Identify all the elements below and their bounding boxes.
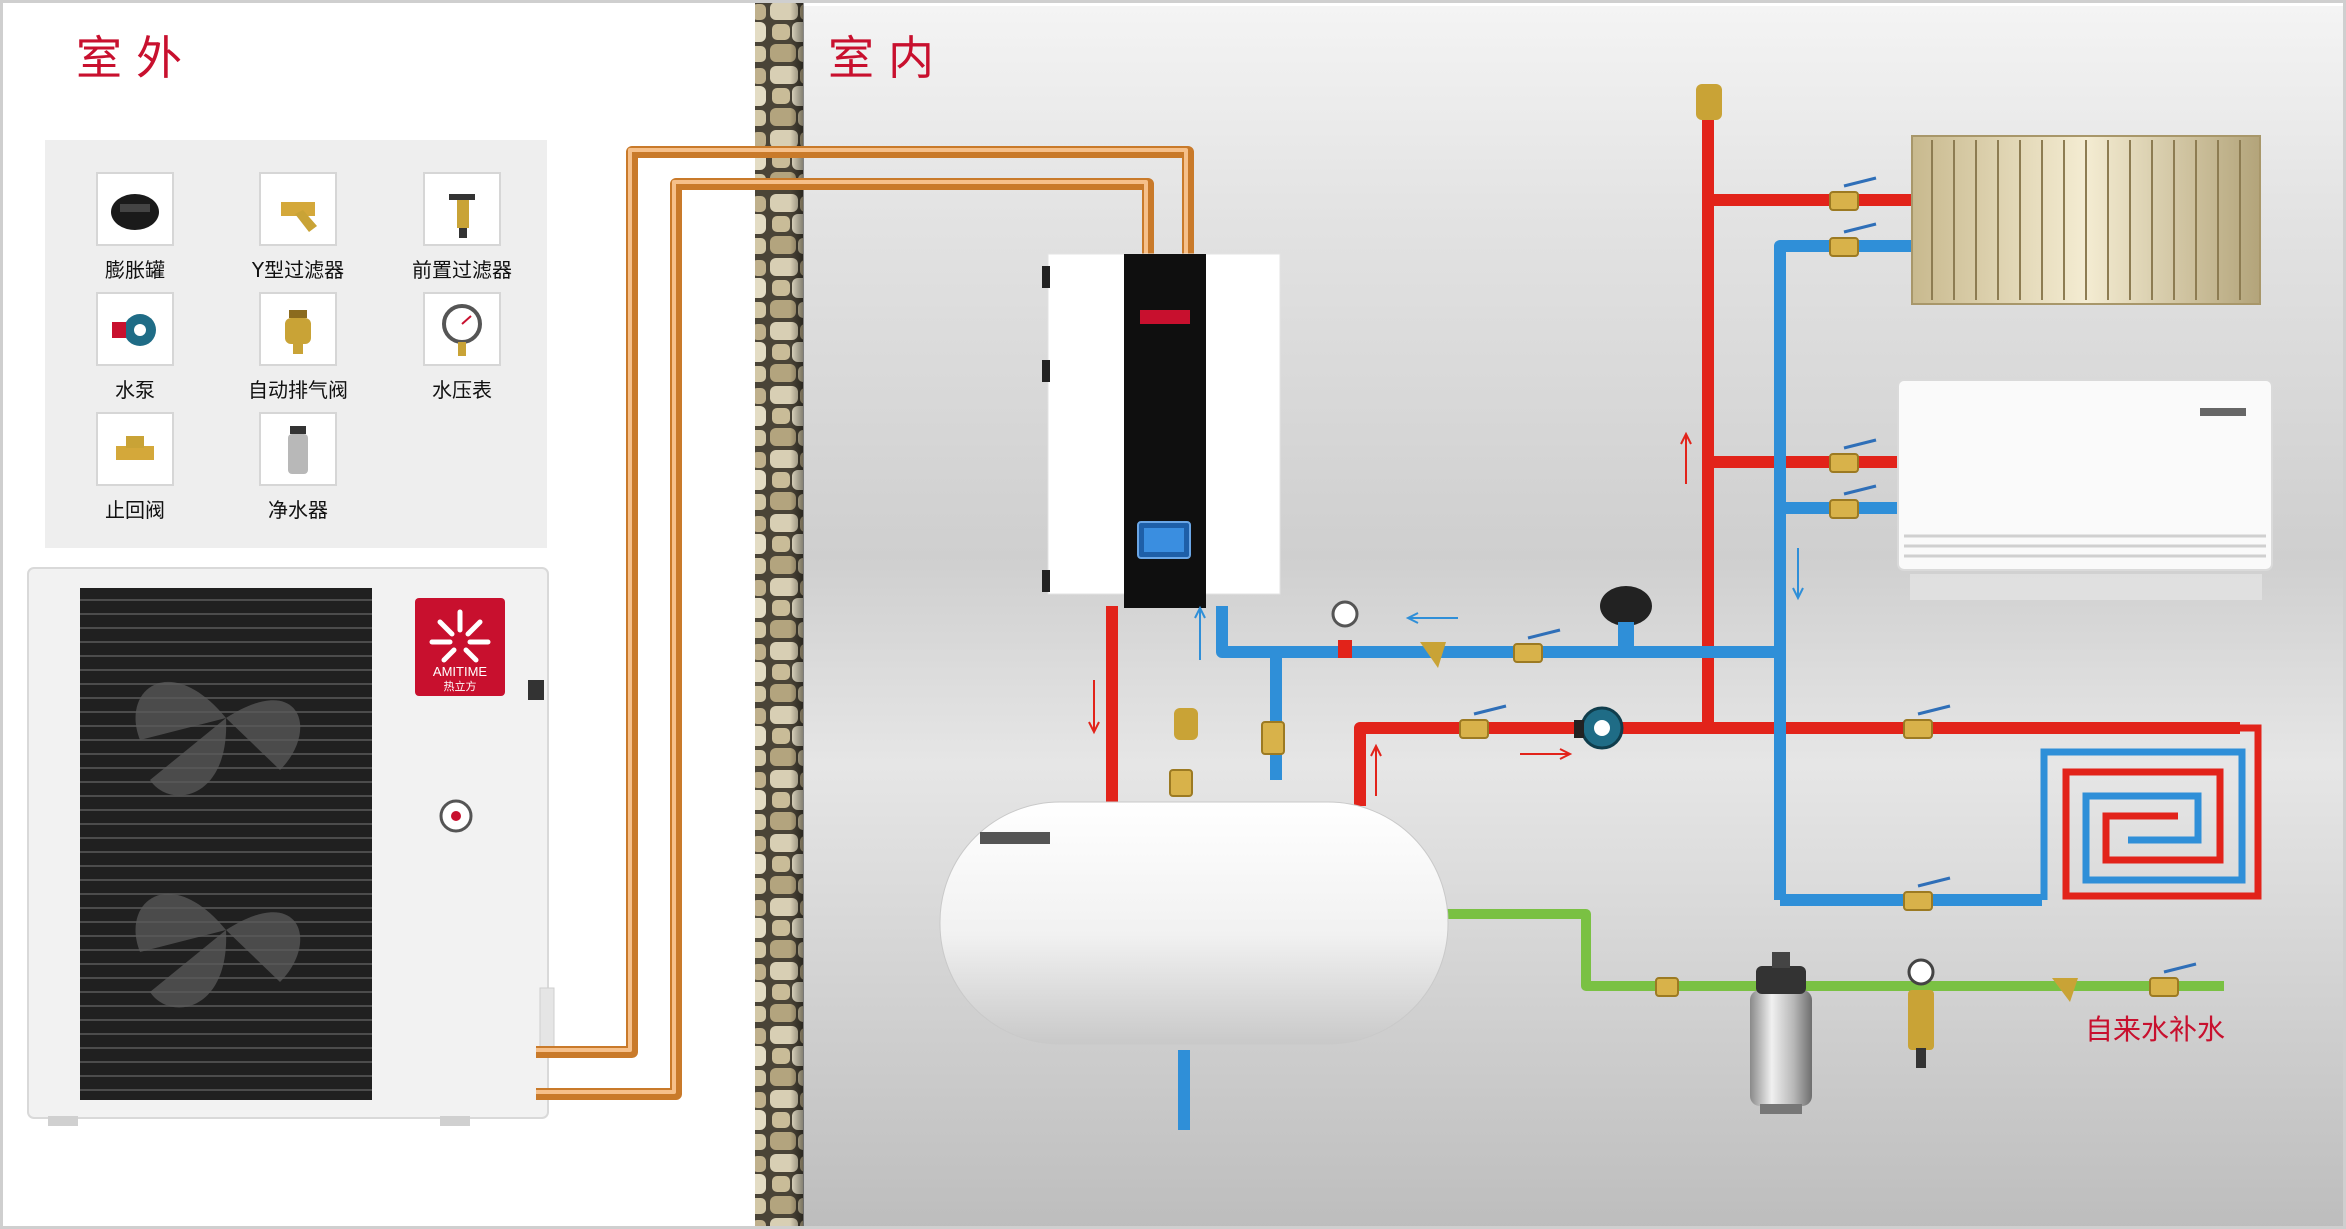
water-pump-icon [96, 292, 174, 366]
flow-arrows [1088, 431, 1804, 796]
radiator [1911, 135, 2261, 305]
tank-logo [980, 832, 1050, 844]
check-valve-icon [96, 412, 174, 486]
floor-heating-coil [2040, 724, 2262, 900]
expansion-tank-icon [96, 172, 174, 246]
legend-label: 自动排气阀 [248, 378, 348, 402]
auto-air-vents [1174, 84, 1722, 740]
tap-water-supply-label: 自来水补水 [2085, 1013, 2226, 1046]
fan-coil-logo [2200, 408, 2246, 416]
brand-logo [429, 609, 491, 663]
legend-label: 净水器 [268, 498, 328, 522]
pre-filter [1907, 958, 1935, 1068]
legend-item-auto-air-vent: 自动排气阀 [223, 292, 373, 403]
legend-label: 前置过滤器 [412, 258, 512, 282]
fan-blades-lower [135, 893, 301, 1008]
component-legend: 膨胀罐 Y型过滤器 前置过滤器 水泵 自动排气阀 水压表 止回阀 [45, 140, 547, 548]
fan-grille [80, 588, 372, 1100]
fan-blades-upper [135, 681, 301, 796]
hydro-module [1042, 253, 1281, 608]
indoor-title: 室内 [828, 31, 948, 85]
legend-item-y-strainer: Y型过滤器 [223, 172, 373, 283]
pre-filter-icon [423, 172, 501, 246]
panel-logo [1140, 310, 1190, 324]
legend-item-water-purifier: 净水器 [223, 412, 373, 523]
water-purifier [1750, 952, 1812, 1114]
wall-shadow [790, 3, 804, 1226]
legend-item-water-pump: 水泵 [60, 292, 210, 403]
ball-valves [1169, 191, 2179, 997]
outdoor-heat-pump-unit: AMITIME 热立方 [27, 567, 555, 1126]
pressure-gauge-pipe [1331, 600, 1359, 658]
valve-handles [1473, 176, 2197, 974]
brand-badge [415, 598, 505, 696]
legend-item-check-valve: 止回阀 [60, 412, 210, 523]
brand-name-cn-text: 热立方 [444, 679, 477, 693]
grille-lines [80, 599, 372, 1091]
brand-name-text: AMITIME [433, 664, 487, 679]
outdoor-title: 室外 [76, 31, 196, 85]
circulation-pump [1574, 706, 1624, 750]
legend-label: 水泵 [115, 378, 155, 402]
legend-label: Y型过滤器 [251, 258, 345, 282]
legend-item-pressure-gauge: 水压表 [387, 292, 537, 403]
y-strainer-icon [259, 172, 337, 246]
hot-water-tank [939, 801, 1449, 1045]
legend-label: 水压表 [432, 378, 492, 402]
water-purifier-icon [259, 412, 337, 486]
pressure-gauge-icon [423, 292, 501, 366]
legend-label: 膨胀罐 [105, 258, 165, 282]
fan-coil-unit [1897, 379, 2273, 600]
expansion-tank [1600, 586, 1652, 646]
legend-item-expansion-tank: 膨胀罐 [60, 172, 210, 283]
legend-item-pre-filter: 前置过滤器 [387, 172, 537, 283]
y-strainer [1420, 642, 2078, 1002]
auto-air-vent-icon [259, 292, 337, 366]
tap-water-pipes [1446, 909, 2224, 991]
legend-label: 止回阀 [105, 498, 165, 522]
